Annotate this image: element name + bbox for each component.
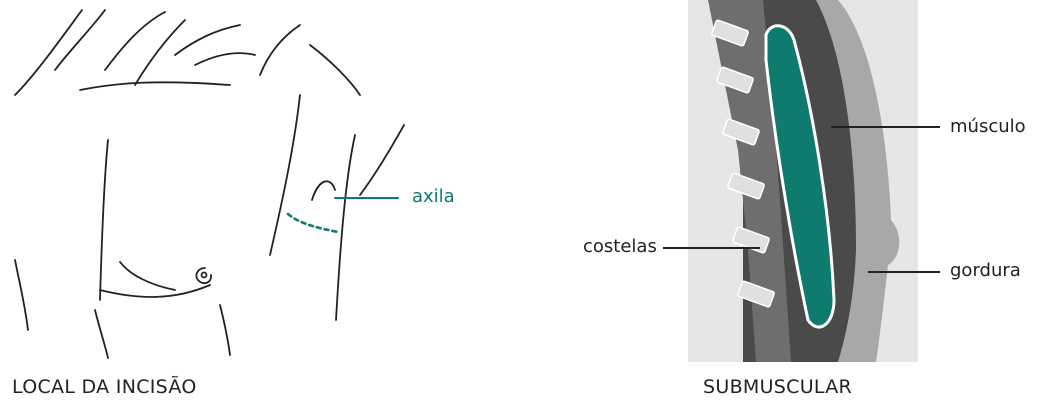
shoulder-line	[195, 53, 255, 65]
nipple-center	[202, 273, 207, 278]
arm-upper-contour	[360, 125, 404, 195]
nipple-icon	[196, 268, 211, 283]
torso-illustration	[0, 0, 520, 360]
upper-chest-line	[260, 25, 300, 75]
label-axila: axila	[412, 186, 455, 207]
neck-line-left	[15, 10, 82, 95]
abdomen-line-left	[15, 260, 28, 330]
caption-local-da-incisao: LOCAL DA INCISÃO	[12, 376, 197, 398]
lower-pectoral-curve	[100, 285, 210, 297]
neck-line-5	[175, 25, 240, 55]
abdomen-line-center	[95, 310, 108, 358]
sternum-line	[100, 140, 108, 300]
neck-line-3	[105, 12, 165, 70]
cross-section-illustration	[588, 0, 1048, 370]
abdomen-line-right	[220, 305, 230, 355]
arm-contour	[336, 135, 355, 320]
incision-dashed-line	[288, 214, 338, 232]
neck-line-2	[55, 10, 105, 70]
armpit-crease	[312, 181, 335, 200]
label-gordura: gordura	[950, 260, 1021, 281]
chest-lower-line	[120, 262, 175, 290]
collarbone-right	[80, 82, 230, 90]
label-costelas: costelas	[583, 236, 657, 257]
chest-contour-right	[270, 95, 300, 255]
caption-submuscular: SUBMUSCULAR	[703, 376, 852, 398]
label-musculo: músculo	[950, 116, 1026, 137]
shoulder-arc	[310, 45, 360, 95]
